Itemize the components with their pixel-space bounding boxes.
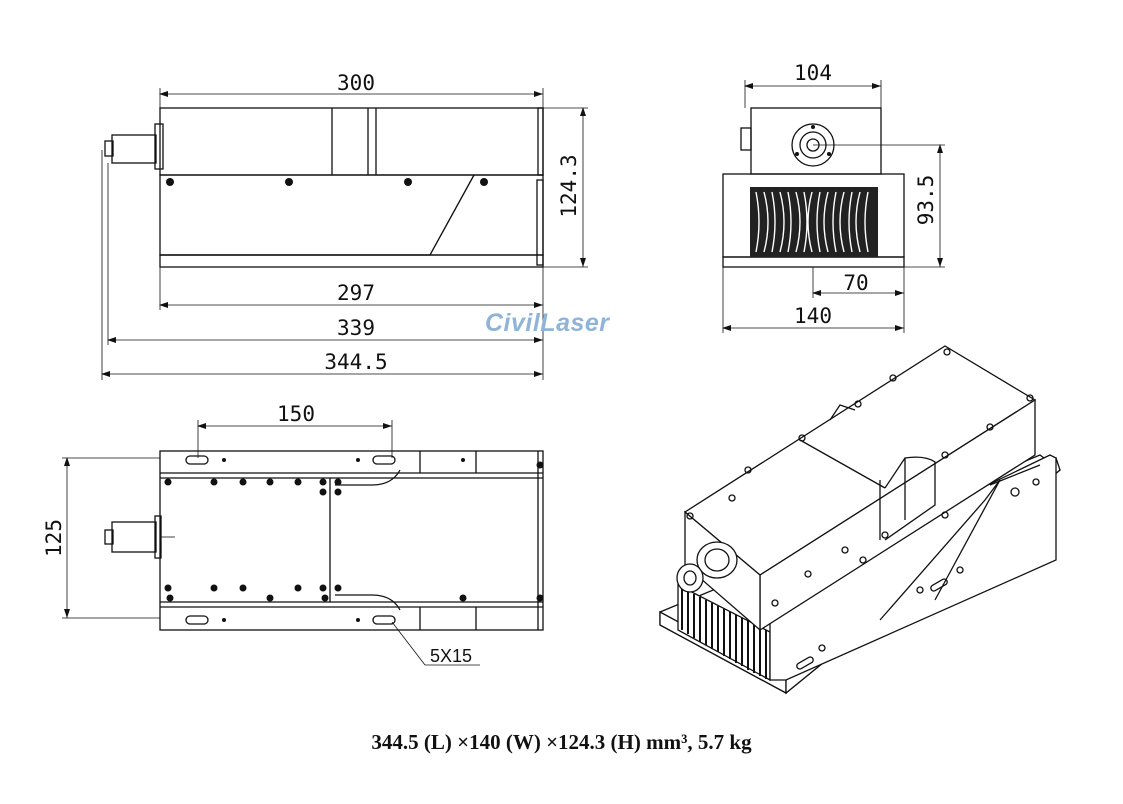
dim-base-width-label: 140: [794, 304, 832, 328]
spec-caption: 344.5 (L) ×140 (W) ×124.3 (H) mm³, 5.7 k…: [371, 730, 752, 754]
dim-width-top: 125: [42, 457, 160, 619]
dim-top-length-label: 300: [337, 71, 375, 95]
dim-top-width: 104: [744, 61, 882, 108]
dim-length-339: 339: [107, 163, 544, 345]
dim-width-top-label: 125: [42, 519, 66, 557]
dim-hole-spacing: 150: [197, 402, 393, 458]
dim-height-front: 93.5: [904, 144, 945, 268]
slot-callout-label: 5X15: [430, 646, 472, 666]
dim-top-width-label: 104: [794, 61, 832, 85]
dim-center-offset: 70: [812, 267, 905, 298]
dim-total-length-label: 344.5: [324, 350, 387, 374]
dim-height-side: 124.3: [543, 107, 588, 268]
dim-top-length: 300: [159, 71, 544, 108]
dim-length-339-label: 339: [337, 316, 375, 340]
front-view: 104 93.5 70: [722, 61, 945, 333]
isometric-view: [659, 345, 1062, 695]
dim-height-front-label: 93.5: [914, 175, 938, 226]
dim-height-side-label: 124.3: [557, 154, 581, 217]
dim-base-length-label: 297: [337, 281, 375, 305]
dim-hole-spacing-label: 150: [277, 402, 315, 426]
top-view: 150: [42, 402, 544, 666]
dim-base-length: 297: [159, 267, 544, 310]
dim-center-offset-label: 70: [843, 271, 868, 295]
brand-logo: CivilLaser: [485, 309, 610, 337]
slot-callout: 5X15: [391, 621, 480, 666]
side-view: 300 124.3: [101, 71, 588, 380]
dim-base-width: 140: [722, 267, 905, 333]
dim-total-length: 344.5: [101, 150, 544, 380]
